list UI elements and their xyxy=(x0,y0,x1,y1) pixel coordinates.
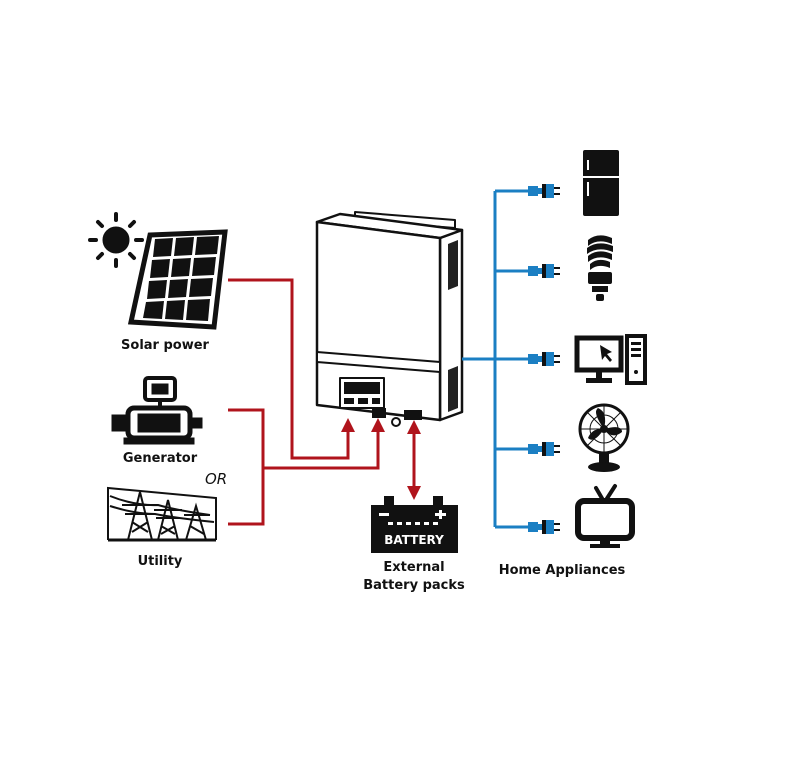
inverter-icon xyxy=(315,211,464,427)
plug-icon xyxy=(528,442,560,456)
battery-caption-line1: External xyxy=(383,560,444,575)
utility-label: Utility xyxy=(138,554,183,569)
load-wiring xyxy=(462,189,528,529)
tv-icon xyxy=(575,484,635,548)
generator-label: Generator xyxy=(123,451,198,466)
battery-text: BATTERY xyxy=(384,533,444,547)
computer-icon xyxy=(574,334,647,385)
plug-icon xyxy=(528,264,560,278)
fan-icon xyxy=(578,403,630,472)
sun-icon xyxy=(88,212,144,268)
plug-icons xyxy=(528,184,560,534)
plug-icon xyxy=(528,520,560,534)
appliances-label: Home Appliances xyxy=(499,563,626,578)
power-tower-icon xyxy=(107,486,217,542)
battery-icon xyxy=(371,496,458,553)
cfl-bulb-icon xyxy=(587,235,613,301)
generator-icon xyxy=(111,376,203,445)
solar-panel-icon xyxy=(127,229,228,330)
plug-icon xyxy=(528,352,560,366)
or-label: OR xyxy=(205,470,227,488)
input-wiring xyxy=(228,278,416,526)
arrowheads xyxy=(341,418,421,500)
refrigerator-icon xyxy=(583,150,619,216)
plug-icon xyxy=(528,184,560,198)
battery-caption-line2: Battery packs xyxy=(363,578,465,593)
solar-label: Solar power xyxy=(121,338,210,353)
